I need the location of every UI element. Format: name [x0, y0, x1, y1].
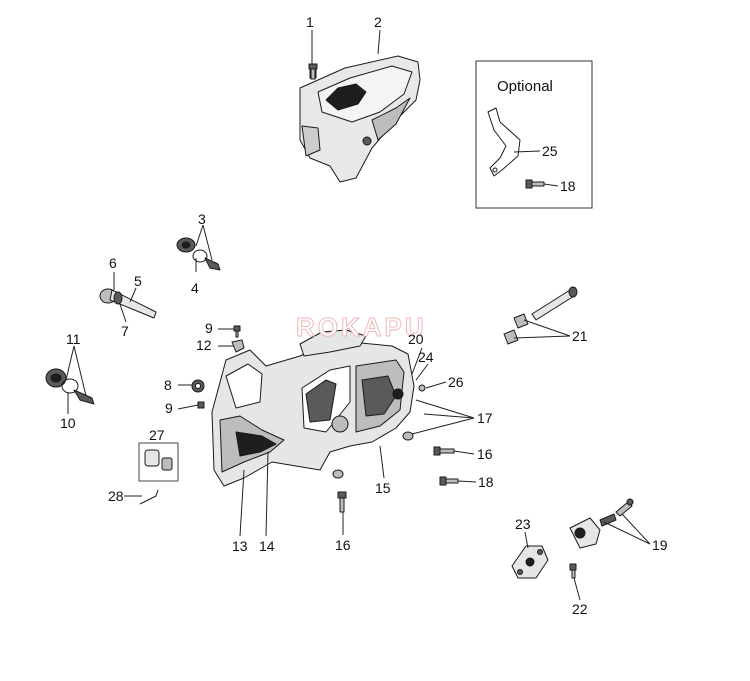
callout-16a: 16 — [335, 537, 351, 553]
callout-26: 26 — [448, 374, 464, 390]
callout-7: 7 — [121, 323, 129, 339]
part-screw-18-optional — [525, 179, 545, 189]
callout-10: 10 — [60, 415, 76, 431]
callout-23: 23 — [515, 516, 531, 532]
callout-28: 28 — [108, 488, 124, 504]
part-bolt-assembly-5 — [99, 288, 157, 319]
callout-2: 2 — [374, 14, 382, 30]
callout-18-lower: 18 — [478, 474, 494, 490]
callout-17: 17 — [477, 410, 493, 426]
part-clip-12 — [231, 339, 245, 353]
part-screw-1 — [308, 63, 318, 80]
part-spring-assembly-11 — [45, 368, 95, 405]
callout-19: 19 — [652, 537, 668, 553]
part-screw-16-vertical — [337, 491, 347, 513]
callout-9b: 9 — [165, 400, 173, 416]
callout-8: 8 — [164, 377, 172, 393]
part-sleeve-17 — [332, 431, 414, 479]
kit-box-27 — [138, 442, 179, 482]
callout-15: 15 — [375, 480, 391, 496]
callout-21: 21 — [572, 328, 588, 344]
part-top-cover — [299, 55, 421, 183]
callout-3: 3 — [198, 211, 206, 227]
part-bracket-23 — [511, 545, 549, 579]
callout-4: 4 — [191, 280, 199, 296]
part-assembly-19 — [569, 498, 634, 549]
callout-labels: 1 2 3 4 5 6 7 8 9 9 10 11 12 13 14 15 16… — [60, 14, 668, 617]
optional-box — [475, 60, 593, 209]
callout-12: 12 — [196, 337, 212, 353]
optional-box-title: Optional — [497, 78, 553, 95]
callout-14: 14 — [259, 538, 275, 554]
callout-5: 5 — [134, 273, 142, 289]
part-screw-16-horizontal — [433, 446, 455, 456]
callout-1: 1 — [306, 14, 314, 30]
callout-16b: 16 — [477, 446, 493, 462]
part-main-housing — [211, 329, 415, 487]
part-pin-26 — [418, 384, 426, 392]
callout-22: 22 — [572, 601, 588, 617]
part-filter-27 — [144, 449, 173, 471]
callout-20: 20 — [408, 331, 424, 347]
callout-27: 27 — [149, 427, 165, 443]
callout-11: 11 — [66, 331, 81, 347]
part-hose-28 — [139, 489, 159, 505]
callout-9a: 9 — [205, 320, 213, 336]
callout-6: 6 — [109, 255, 117, 271]
part-screw-9b — [197, 401, 205, 409]
part-bracket-25 — [487, 107, 521, 177]
callout-18-optional: 18 — [560, 178, 576, 194]
part-screw-18-lower — [439, 476, 459, 486]
part-spring-assembly-3 — [176, 237, 221, 271]
part-long-bolt-21 — [503, 286, 578, 345]
callout-13: 13 — [232, 538, 248, 554]
callout-25: 25 — [542, 143, 558, 159]
part-washer-8 — [191, 379, 205, 393]
part-screw-22 — [569, 563, 577, 579]
callout-24: 24 — [418, 349, 434, 365]
leader-lines — [65, 29, 651, 601]
watermark: ROKAPU — [296, 312, 427, 342]
part-screw-9a — [233, 325, 241, 338]
